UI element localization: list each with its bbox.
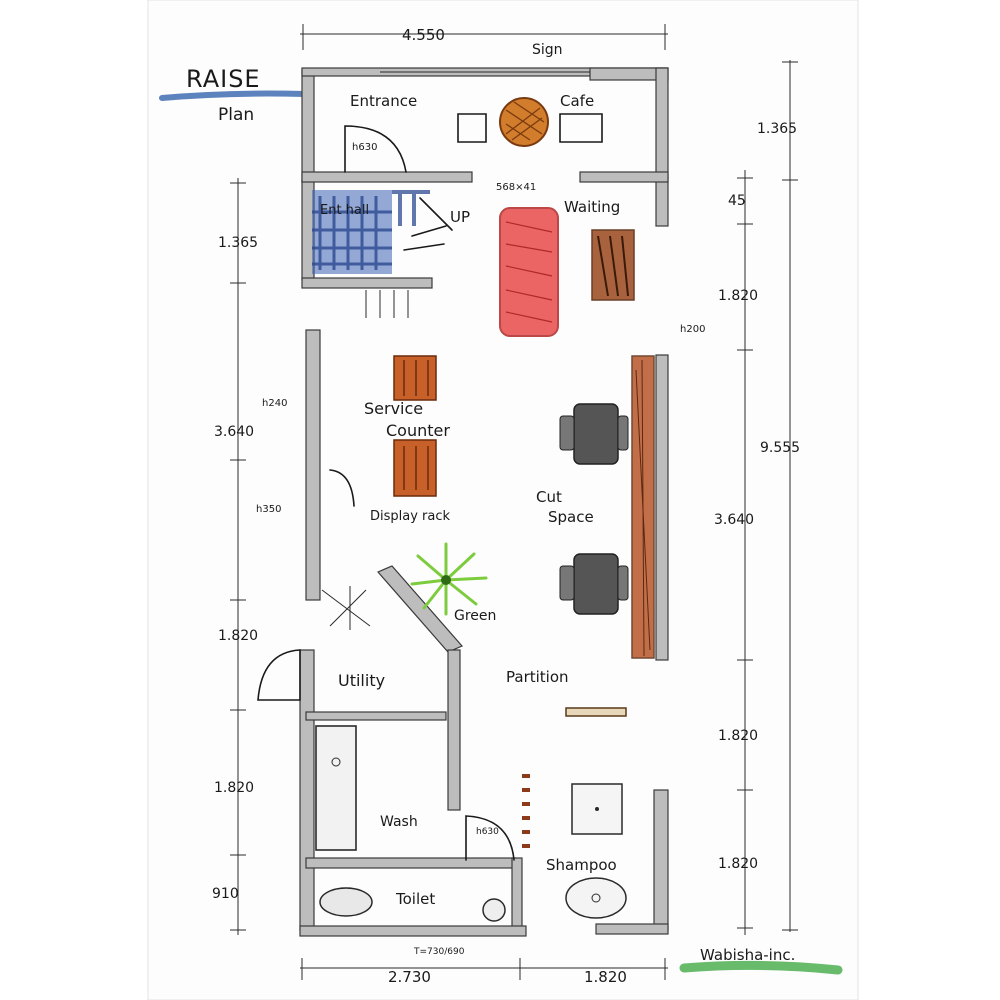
label-ent-hall: Ent hall: [320, 203, 369, 218]
stair-lines: [403, 197, 453, 251]
note-h-entrance: h630: [352, 142, 377, 153]
stair-treads: [365, 290, 409, 318]
wall-toilet-right: [511, 857, 523, 931]
utility-door: [257, 649, 301, 701]
wall-right-top: [655, 67, 669, 179]
signature-text: Wabisha-inc.: [700, 946, 795, 964]
toilet-zone: Toilet T=730/690: [319, 887, 506, 957]
wall-right-mid: [655, 354, 669, 661]
paper-sheet: [147, 0, 859, 1000]
dim-right-outer-2: 9.555: [760, 440, 800, 456]
dim-right-outer-1: 1.365: [757, 121, 797, 137]
counter-lower-icon: [393, 439, 437, 497]
label-cut: Cut: [536, 488, 562, 506]
note-h-wash: h630: [476, 827, 499, 837]
dim-left-5: 910: [212, 886, 239, 902]
wall-bottom-left: [299, 925, 527, 937]
wall-utility-right: [447, 649, 461, 811]
entrance-cafe-zone: Sign Entrance Cafe h630 568×41: [344, 42, 603, 193]
utility-zone: Utility Partition: [257, 649, 627, 717]
label-toilet: Toilet: [395, 890, 435, 908]
label-wash: Wash: [380, 814, 418, 830]
label-cafe: Cafe: [560, 92, 594, 110]
wall-right-bottom: [653, 789, 669, 931]
dim-left-3: 1.820: [218, 628, 258, 644]
dim-top-total: 4.550: [402, 26, 445, 44]
signature-block: Wabisha-inc.: [679, 946, 843, 975]
label-partition: Partition: [506, 668, 569, 686]
dim-right-inner-4: 1.820: [718, 728, 758, 744]
title-subtitle: Plan: [218, 105, 254, 125]
dim-left-1: 1.365: [218, 235, 258, 251]
dim-bottom-2: 1.820: [584, 968, 627, 986]
note-toilet: T=730/690: [413, 947, 465, 957]
title-underline: [159, 90, 308, 101]
label-up: UP: [450, 208, 470, 226]
wall-entrance-divider-right: [579, 171, 669, 183]
signature-underline: [679, 960, 843, 975]
dim-left-4: 1.820: [214, 780, 254, 796]
wall-left-mid: [305, 329, 321, 601]
note-step: 568×41: [496, 182, 536, 193]
cut-space-zone: Cut Space: [536, 355, 655, 659]
wall-hall: [301, 277, 433, 289]
cafe-chair-left: [457, 113, 487, 143]
wash-door: [465, 815, 515, 861]
entrance-door: [344, 125, 407, 173]
label-utility: Utility: [338, 671, 385, 690]
walls: [299, 67, 669, 937]
partition-icon: [565, 707, 627, 717]
dim-right-inner-5: 1.820: [718, 856, 758, 872]
label-sign: Sign: [532, 42, 563, 58]
green-plant-icon: [410, 542, 488, 616]
ent-hall-fill: [312, 190, 392, 274]
dim-left-2: 3.640: [214, 424, 254, 440]
utility-cross-hatch: [321, 586, 371, 630]
dim-bottom-1: 2.730: [388, 968, 431, 986]
counter-upper-icon: [393, 355, 437, 401]
title-block: RAISE Plan: [159, 65, 308, 125]
ent-hall-zone: Ent hall UP: [312, 190, 470, 318]
waiting-zone: Waiting h200: [499, 198, 705, 337]
wall-diagonal: [377, 565, 463, 653]
cut-chair-1-icon: [573, 403, 619, 465]
wall-wash-bottom: [305, 857, 517, 869]
note-h-display: h350: [256, 504, 281, 515]
cut-chair-2-icon: [573, 553, 619, 615]
shampoo-screen: [522, 774, 530, 848]
wall-right-2: [655, 177, 669, 227]
wash-zone: Wash h630: [315, 725, 530, 861]
wall-left-bottom: [299, 649, 315, 931]
label-waiting: Waiting: [564, 198, 620, 216]
wash-unit-icon: [315, 725, 357, 851]
dim-right-inner-3: 3.640: [714, 512, 754, 528]
cafe-chair-right: [559, 113, 603, 143]
label-service: Service: [364, 399, 423, 418]
display-rack-arrow: [329, 469, 355, 507]
dim-right-inner-2: 1.820: [718, 288, 758, 304]
note-h-window: h240: [262, 398, 287, 409]
title-brand: RAISE: [186, 65, 261, 93]
wall-entrance-divider: [301, 171, 473, 183]
label-space: Space: [548, 508, 594, 526]
wall-utility: [305, 711, 447, 721]
service-counter-zone: Service Counter h240 h350 Display rack: [256, 355, 451, 524]
dimension-lines: 4.550 1.365 3.640 1.820 1.820 910 1.365 …: [212, 24, 800, 986]
label-display-rack: Display rack: [370, 509, 451, 524]
note-h-waiting: h200: [680, 324, 705, 335]
label-shampoo: Shampoo: [546, 856, 617, 874]
wall-bottom-right: [595, 923, 669, 935]
sofa-icon: [499, 207, 559, 337]
toilet-sink-icon: [482, 898, 506, 922]
label-green: Green: [454, 608, 496, 624]
shampoo-bowl-icon: [565, 877, 627, 919]
dim-right-inner-1: 45: [728, 193, 746, 209]
wall-left-top: [301, 69, 315, 183]
toilet-bowl-icon: [319, 887, 373, 917]
shampoo-zone: Shampoo: [546, 783, 627, 919]
label-entrance: Entrance: [350, 92, 417, 110]
label-counter: Counter: [386, 421, 450, 440]
